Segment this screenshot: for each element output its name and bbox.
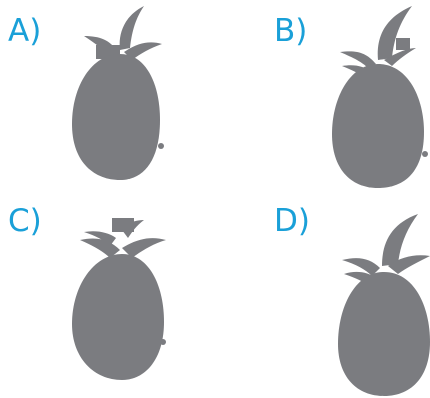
pineapple-silhouette-icon[interactable] [60,210,180,390]
pineapple-silhouette-icon[interactable] [60,0,180,190]
pineapple-silhouette-icon[interactable] [320,0,430,200]
pineapple-silhouette-icon[interactable] [326,206,430,398]
option-label-d: D) [274,203,310,239]
option-label-a: A) [8,13,42,49]
option-label-b: B) [274,13,308,49]
option-label-c: C) [8,203,42,239]
